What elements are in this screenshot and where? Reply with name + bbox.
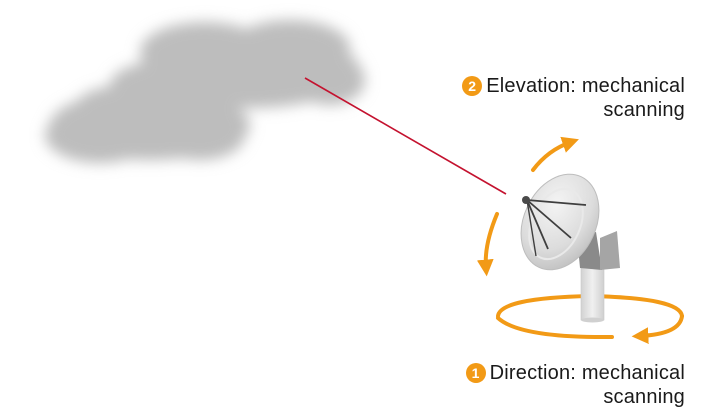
elevation-label-line2: scanning — [603, 99, 685, 121]
radar-dish — [520, 173, 600, 271]
elevation-number-badge: 2 — [462, 76, 483, 96]
elevation-arrow-down — [476, 212, 499, 277]
elevation-arrow-up — [531, 136, 579, 172]
direction-label-line2: scanning — [603, 386, 685, 408]
radar-pedestal — [580, 257, 605, 323]
direction-ring-front-left — [496, 316, 614, 340]
direction-ring-front — [631, 314, 684, 344]
radar-beam — [304, 77, 507, 195]
direction-number-badge: 1 — [465, 363, 486, 383]
cloud — [45, 20, 365, 163]
direction-label-line1: Direction: mechanical — [489, 362, 685, 384]
elevation-label-line1: Elevation: mechanical — [486, 75, 685, 97]
